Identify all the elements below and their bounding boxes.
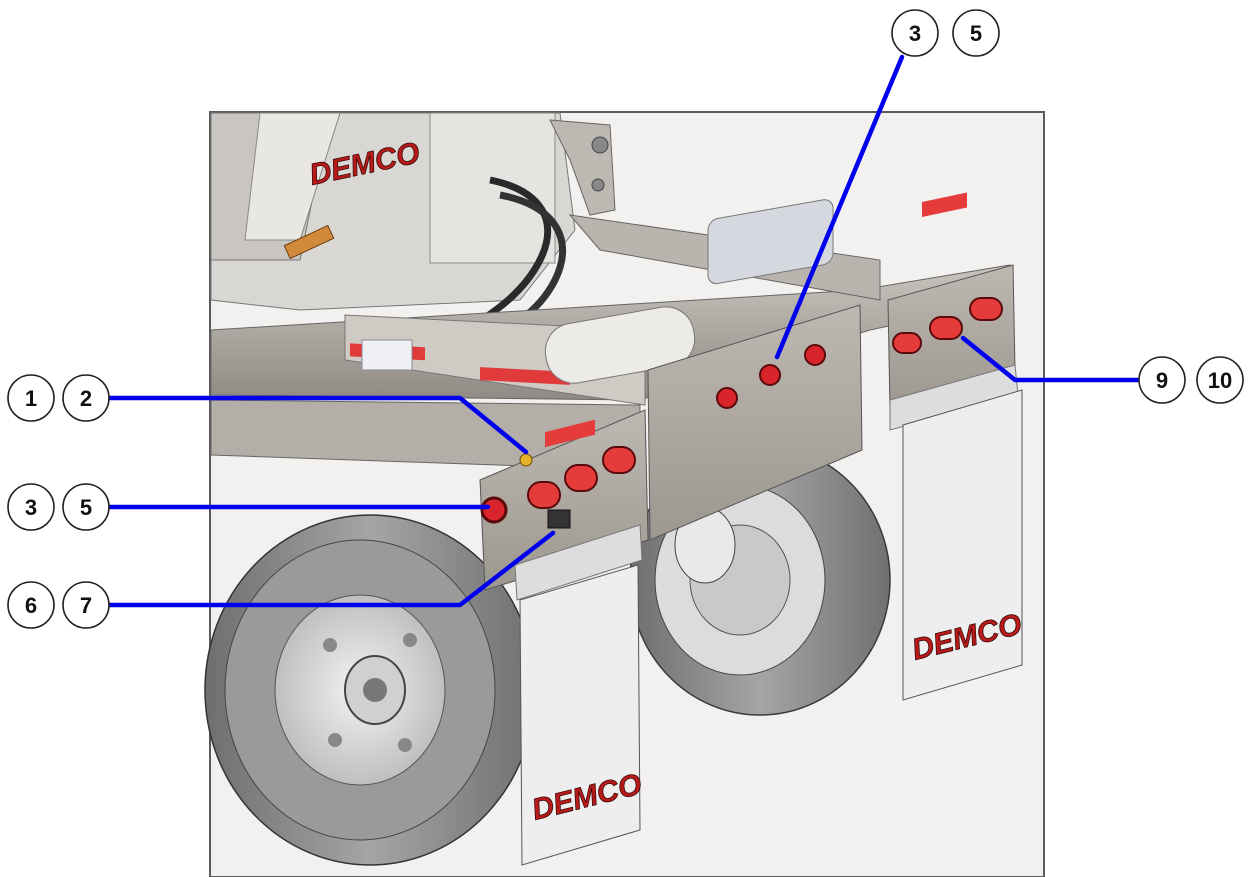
callout-top-label-1: 3 — [909, 21, 921, 46]
leader-line-top — [774, 54, 905, 360]
callout-rear-right: 9 10 — [1138, 356, 1244, 404]
callout-rear-left-lower: 6 7 — [7, 581, 110, 629]
rear-tire-left — [204, 514, 536, 866]
left-fender-panel — [479, 409, 649, 601]
callout-rear-left-lower-label-1: 6 — [25, 593, 37, 618]
leader-line-rear-right — [960, 335, 1143, 383]
callout-rear-left-upper-label-2: 2 — [80, 386, 92, 411]
callout-rear-left-middle-label-1: 3 — [25, 495, 37, 520]
illustration: DEMCO — [204, 111, 1045, 877]
callout-rear-right-label-1: 9 — [1156, 368, 1168, 393]
left-mud-flap: DEMCO — [519, 564, 645, 866]
callout-rear-left-middle-label-2: 5 — [80, 495, 92, 520]
callout-rear-right-label-2: 10 — [1208, 368, 1232, 393]
center-lamp-panel — [647, 199, 863, 541]
callout-rear-left-middle: 3 5 — [7, 483, 110, 531]
right-mud-flap: DEMCO — [902, 389, 1025, 701]
leader-line-rear-left-lower — [107, 530, 556, 608]
callout-rear-left-upper: 1 2 — [7, 374, 110, 422]
callout-top: 3 5 — [891, 9, 1000, 57]
callout-top-label-2: 5 — [970, 21, 982, 46]
right-fender-panel — [887, 192, 1019, 431]
leader-line-rear-left-upper — [107, 395, 529, 455]
callout-rear-left-lower-label-2: 7 — [80, 593, 92, 618]
leader-lines — [107, 54, 1143, 608]
callout-rear-left-upper-label-1: 1 — [25, 386, 37, 411]
